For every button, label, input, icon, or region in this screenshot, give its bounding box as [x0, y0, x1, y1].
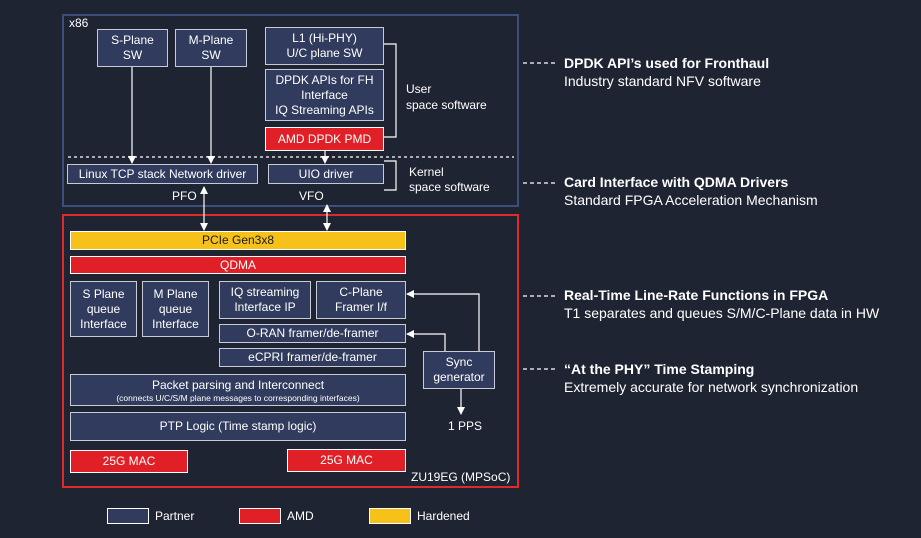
legend-amd-label: AMD — [287, 509, 314, 523]
sync-generator-line2: generator — [433, 370, 485, 384]
user-space-label-line1: User — [406, 82, 432, 96]
device-label: ZU19EG (MPSoC) — [411, 470, 511, 484]
legend-hardened-swatch — [369, 508, 411, 524]
sync-generator-line1: Sync — [445, 355, 473, 369]
pfo-label: PFO — [172, 189, 197, 203]
iq-streaming-line2: Interface IP — [234, 300, 296, 314]
pps-label: 1 PPS — [448, 419, 483, 433]
mac-25g-left-block: 25G MAC — [70, 450, 188, 473]
vfo-label: VFO — [299, 189, 324, 203]
m-plane-queue-line1: M Plane — [153, 286, 198, 301]
s-plane-queue-block: S Plane queue Interface — [70, 281, 137, 337]
qdma-block: QDMA — [70, 256, 406, 274]
legend-partner-label: Partner — [155, 509, 195, 523]
user-space-label-line2: space software — [406, 98, 487, 112]
m-plane-sw-line1: M-Plane — [188, 33, 234, 47]
packet-parsing-title: Packet parsing and Interconnect — [151, 377, 325, 392]
s-plane-sw-block: S-Plane SW — [97, 29, 168, 67]
c-plane-framer-block: C-Plane Framer I/f — [316, 281, 406, 319]
packet-parsing-subtitle: (connects U/C/S/M plane messages to corr… — [116, 392, 360, 403]
m-plane-sw-block: M-Plane SW — [175, 29, 247, 67]
kernel-space-bracket — [384, 160, 397, 191]
m-plane-queue-line3: Interface — [152, 316, 199, 331]
s-plane-sw-line2: SW — [122, 48, 143, 62]
s-plane-queue-line1: S Plane — [82, 286, 125, 301]
c-plane-framer-line2: Framer I/f — [334, 300, 387, 314]
kernel-space-label-line2: space software — [409, 180, 490, 194]
x86-label: x86 — [69, 16, 89, 30]
iq-streaming-block: IQ streaming Interface IP — [219, 281, 311, 319]
l1-line2: U/C plane SW — [286, 46, 363, 60]
s-plane-queue-line3: Interface — [80, 316, 127, 331]
sync-generator-block: Sync generator — [423, 351, 495, 389]
linux-tcp-driver-block: Linux TCP stack Network driver — [67, 164, 258, 184]
legend-partner-swatch — [107, 508, 149, 524]
pcie-gen3x8-block: PCIe Gen3x8 — [70, 231, 406, 250]
sync-oran-arrow — [406, 330, 446, 351]
callout-3-title: Real-Time Line-Rate Functions in FPGA — [564, 287, 829, 303]
legend-amd-swatch — [239, 508, 281, 524]
dpdk-apis-block: DPDK APIs for FH Interface IQ Streaming … — [265, 69, 384, 121]
l1-hi-phy-block: L1 (Hi-PHY) U/C plane SW — [265, 27, 384, 65]
callout-4-desc: Extremely accurate for network synchroni… — [564, 379, 859, 395]
m-plane-queue-line2: queue — [158, 301, 193, 316]
ecpri-framer-block: eCPRI framer/de-framer — [219, 348, 406, 367]
mac-25g-right-block: 25G MAC — [287, 449, 406, 472]
callout-1-title: DPDK API’s used for Fronthaul — [564, 55, 770, 71]
dpdk-apis-line2: Interface — [301, 87, 348, 102]
s-plane-sw-line1: S-Plane — [111, 33, 154, 47]
kernel-space-label-line1: Kernel — [409, 165, 444, 179]
c-plane-framer-line1: C-Plane — [339, 285, 383, 299]
dpdk-apis-line1: DPDK APIs for FH — [275, 72, 374, 87]
m-plane-queue-block: M Plane queue Interface — [142, 281, 209, 337]
packet-parsing-block: Packet parsing and Interconnect (connect… — [70, 374, 406, 406]
callout-1-desc: Industry standard NFV software — [564, 73, 761, 89]
legend-hardened-label: Hardened — [417, 509, 470, 523]
callout-2-title: Card Interface with QDMA Drivers — [564, 174, 789, 190]
x86-host-frame — [62, 14, 519, 207]
ptp-logic-block: PTP Logic (Time stamp logic) — [70, 412, 406, 441]
amd-dpdk-pmd-block: AMD DPDK PMD — [265, 127, 384, 151]
s-plane-queue-line2: queue — [86, 301, 121, 316]
fpga-card-frame — [62, 214, 519, 488]
callout-4-title: “At the PHY” Time Stamping — [564, 361, 755, 377]
m-plane-sw-line2: SW — [201, 48, 221, 62]
iq-streaming-line1: IQ streaming — [230, 285, 300, 299]
callout-3-desc: T1 separates and queues S/M/C-Plane data… — [564, 305, 880, 321]
dpdk-apis-line3: IQ Streaming APIs — [275, 102, 374, 117]
uio-driver-block: UIO driver — [268, 164, 384, 184]
callout-2-desc: Standard FPGA Acceleration Mechanism — [564, 192, 818, 208]
l1-line1: L1 (Hi-PHY) — [292, 31, 357, 45]
user-space-bracket — [384, 43, 397, 138]
oran-framer-block: O-RAN framer/de-framer — [219, 324, 406, 343]
sync-cplane-arrow — [406, 290, 480, 351]
